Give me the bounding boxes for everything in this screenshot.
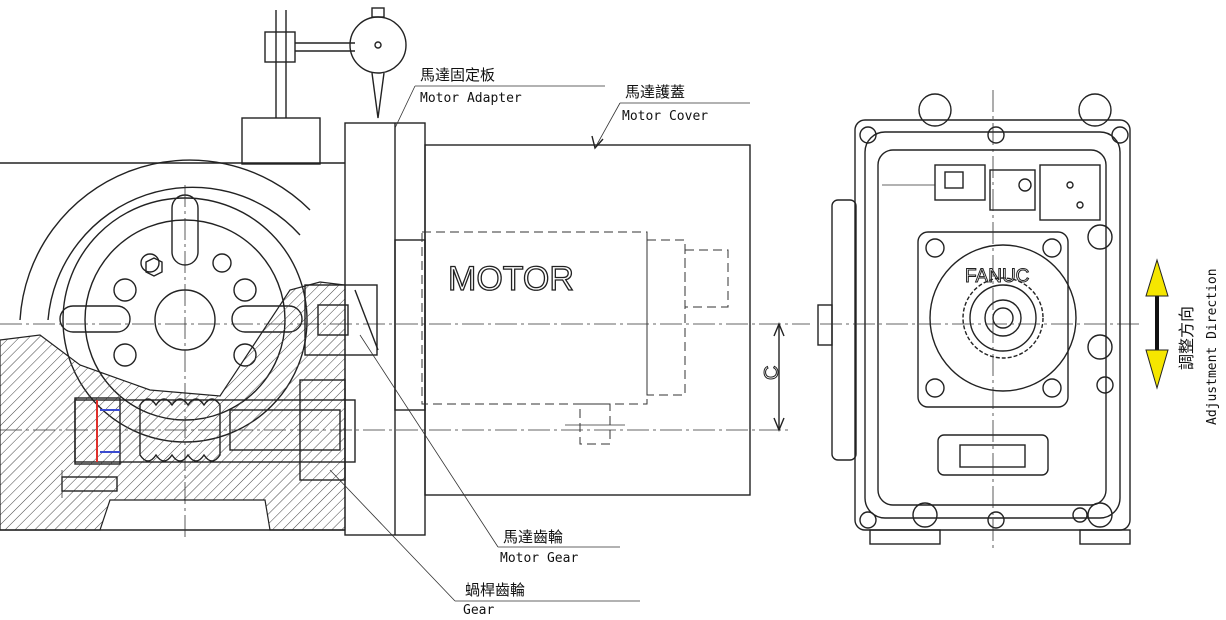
fanuc-text: FANUC	[965, 266, 1029, 287]
motor-adapter-label-zh: 馬達固定板	[420, 66, 495, 84]
worm-gear-label-zh: 蝸桿齒輪	[465, 581, 525, 599]
motor-cover-label-en: Motor Cover	[622, 109, 708, 124]
worm-gear-label-en: Gear	[463, 603, 494, 618]
adjust-label-en: Adjustment Direction	[1205, 268, 1220, 425]
end-view: FANUC 調整方向 Adjustment Direction	[817, 90, 1220, 550]
adjust-label-zh: 調整方向	[1177, 306, 1196, 370]
adjust-arrow-up	[1145, 258, 1169, 297]
motor-text: MOTOR	[448, 260, 574, 298]
motor-assembly: MOTOR C	[344, 122, 785, 536]
motor-cover-label-zh: 馬達護蓋	[625, 83, 685, 101]
section-view	[0, 7, 810, 540]
dimension-c: C	[761, 366, 783, 380]
motor-gear-label-zh: 馬達齒輪	[503, 528, 563, 546]
motor-gear-label-en: Motor Gear	[500, 551, 578, 566]
callouts: 馬達固定板 Motor Adapter 馬達護蓋 Motor Cover 馬達齒…	[329, 66, 750, 618]
motor-adapter-label-en: Motor Adapter	[420, 91, 522, 106]
adjust-arrow-down	[1145, 349, 1169, 390]
